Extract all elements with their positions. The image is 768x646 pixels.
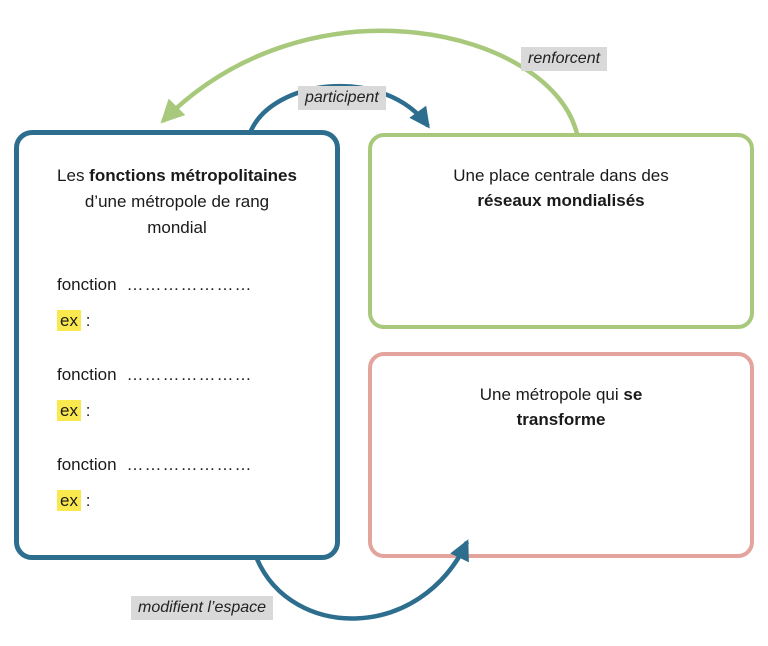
left-box-title-line1: Les fonctions métropolitaines [19, 163, 335, 189]
reseaux-mondialises-box: Une place centrale dans des réseaux mond… [368, 133, 754, 329]
arrow-renforcent [160, 28, 580, 135]
function-line: fonction ………………… [57, 365, 335, 385]
green-box-title: Une place centrale dans des réseaux mond… [372, 137, 750, 213]
function-line: fonction ………………… [57, 455, 335, 475]
left-box-title: Les fonctions métropolitaines d’une métr… [19, 135, 335, 241]
left-title-bold: fonctions métropolitaines [89, 166, 297, 185]
left-title-prefix: Les [57, 166, 90, 185]
ex-highlight: ex [57, 310, 81, 331]
label-participent: participent [298, 86, 386, 110]
pink-box-prefix: Une métropole qui [479, 385, 624, 404]
ex-highlight: ex [57, 490, 81, 511]
ex-highlight: ex [57, 400, 81, 421]
function-label: fonction [57, 365, 117, 384]
left-box-title-line2: d’une métropole de rang [84, 192, 270, 211]
pink-box-title: Une métropole qui se transforme [372, 356, 750, 432]
function-line: fonction ………………… [57, 275, 335, 295]
function-entry-3: fonction ………………… ex : [19, 455, 335, 511]
green-box-bold: réseaux mondialisés [477, 191, 645, 210]
pink-box-bold-transforme: transforme [516, 410, 606, 429]
left-box-title-line3: mondial [147, 218, 207, 237]
function-entry-2: fonction ………………… ex : [19, 365, 335, 421]
function-entry-1: fonction ………………… ex : [19, 275, 335, 331]
function-blank-dots: ………………… [126, 275, 253, 294]
example-line: ex : [57, 400, 335, 421]
ex-colon: : [80, 401, 91, 420]
fonctions-metropolitaines-box: Les fonctions métropolitaines d’une métr… [14, 130, 340, 560]
pink-box-line1: Une métropole qui se [402, 382, 720, 407]
example-line: ex : [57, 490, 335, 511]
pink-box-line2: transforme [402, 407, 720, 432]
ex-colon: : [80, 491, 91, 510]
label-modifient-espace: modifient l’espace [131, 596, 274, 620]
green-box-line1: Une place centrale dans des [453, 166, 669, 185]
function-label: fonction [57, 275, 117, 294]
function-blank-dots: ………………… [126, 365, 253, 384]
metropole-se-transforme-box: Une métropole qui se transforme [368, 352, 754, 558]
pink-box-bold-se: se [623, 385, 643, 404]
example-line: ex : [57, 310, 335, 331]
function-label: fonction [57, 455, 117, 474]
green-box-line2: réseaux mondialisés [402, 188, 720, 213]
function-blank-dots: ………………… [126, 455, 253, 474]
label-renforcent: renforcent [521, 47, 608, 71]
ex-colon: : [80, 311, 91, 330]
